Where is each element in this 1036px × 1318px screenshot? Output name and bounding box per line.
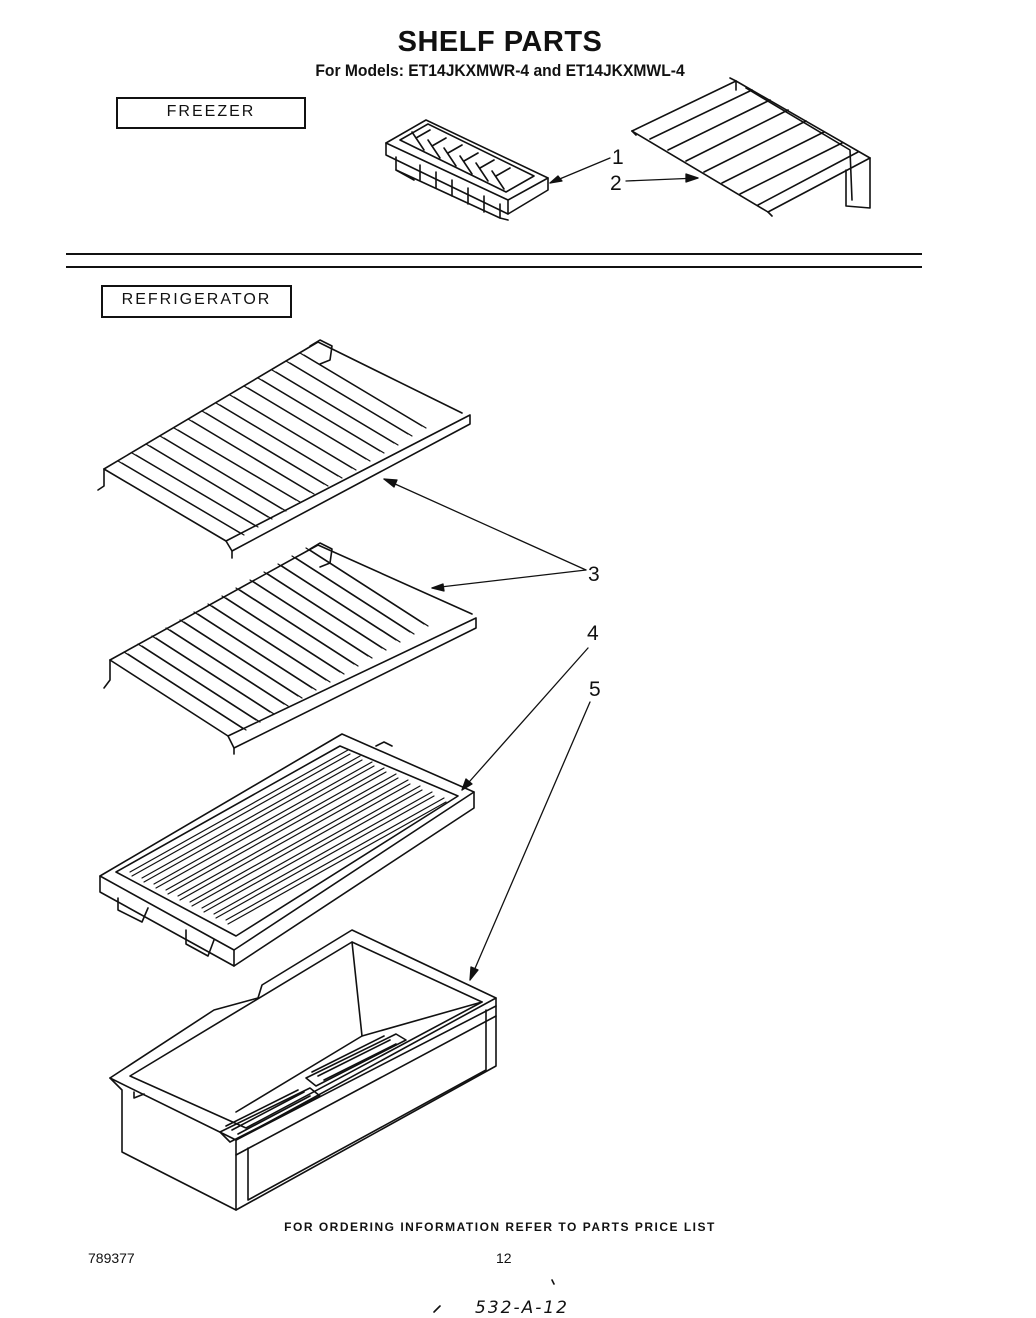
arrowhead-1 bbox=[549, 175, 563, 184]
crisper-cover-drawing bbox=[99, 733, 475, 967]
freezer-wire-shelf-drawing bbox=[631, 77, 871, 217]
section-divider-top bbox=[66, 253, 922, 255]
arrowhead-3a bbox=[383, 478, 398, 488]
callout-leaders bbox=[383, 157, 699, 981]
page-title: SHELF PARTS bbox=[397, 26, 603, 58]
leader-3b bbox=[431, 569, 587, 589]
document-number: 789377 bbox=[88, 1250, 135, 1266]
handwritten-reference: 532-A-12 bbox=[475, 1298, 569, 1318]
arrowhead-5 bbox=[469, 966, 479, 981]
callout-4: 4 bbox=[587, 622, 599, 645]
callout-1: 1 bbox=[612, 146, 624, 169]
arrowhead-4 bbox=[461, 778, 473, 791]
scan-mark bbox=[551, 1279, 555, 1285]
leader-5 bbox=[469, 701, 591, 981]
model-subtitle: For Models: ET14JKXMWR-4 and ET14JKXMWL-… bbox=[315, 61, 685, 80]
refrigerator-wire-shelf-lower-drawing bbox=[103, 542, 477, 755]
callout-5: 5 bbox=[589, 678, 601, 701]
callout-2: 2 bbox=[610, 172, 622, 195]
refrigerator-wire-shelf-upper-drawing bbox=[97, 339, 471, 559]
ordering-info-note: FOR ORDERING INFORMATION REFER TO PARTS … bbox=[284, 1220, 716, 1234]
freezer-section-label: FREEZER bbox=[116, 97, 306, 129]
arrowhead-3b bbox=[431, 583, 445, 592]
leader-3a bbox=[383, 478, 587, 571]
scan-mark bbox=[433, 1305, 441, 1313]
page-number: 12 bbox=[496, 1250, 512, 1266]
callout-3: 3 bbox=[588, 563, 600, 586]
crisper-pan-drawing bbox=[109, 929, 497, 1211]
refrigerator-section-label: REFRIGERATOR bbox=[101, 285, 292, 318]
leader-4 bbox=[461, 647, 589, 791]
ice-tray-drawing bbox=[385, 119, 549, 221]
section-divider-bottom bbox=[66, 266, 922, 268]
arrowhead-2 bbox=[685, 173, 699, 183]
